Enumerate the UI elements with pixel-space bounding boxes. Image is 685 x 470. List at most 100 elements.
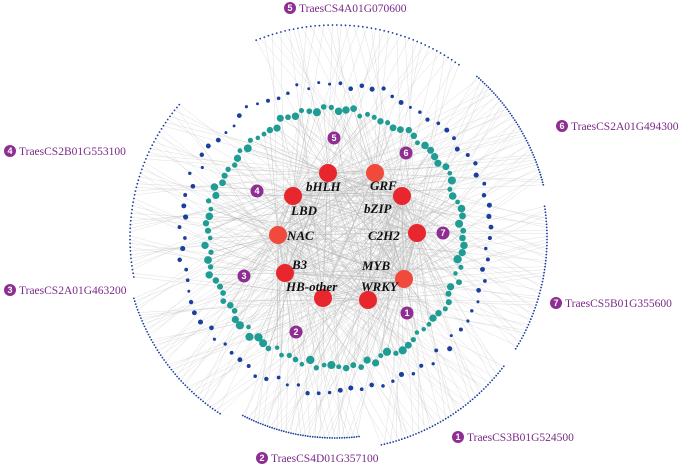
cluster-badge [289,325,303,339]
spoke-line [322,174,541,299]
spoke-line [341,299,369,438]
outer-target-dot [509,112,512,115]
inner-target-dot [342,106,350,114]
outer-target-dot [129,238,131,241]
outer-target-dot [130,216,133,219]
outer-target-dot [304,434,307,437]
edge-line [309,111,405,280]
spoke-line [167,299,369,366]
inner-target-dot [448,192,457,200]
mid-target-dot [229,350,234,355]
mid-target-dot [425,117,430,122]
spoke-line [274,278,405,429]
edge-line [367,135,414,301]
inner-target-dot [434,159,442,167]
outer-target-dot [165,361,167,364]
edge-line [386,232,418,352]
hub-edge [284,172,376,274]
outer-target-dot [146,330,149,333]
spoke-line [165,172,329,363]
edge-line [269,130,279,236]
hub-edge [327,172,369,301]
outer-target-dot [542,183,545,186]
outer-target-dot [523,135,526,137]
outer-target-dot [439,421,442,423]
mid-target-dot [458,327,463,332]
inner-target-dot [350,362,357,369]
outer-target-dot [219,412,222,415]
mid-target-dot [286,91,290,95]
spoke-line [322,297,486,388]
tf-hub-lbd [284,187,302,205]
edge-line [258,297,324,338]
outer-target-dot [133,297,135,300]
inner-target-dot [430,152,439,161]
inner-target-dot [273,124,281,132]
outer-target-dot [489,381,491,384]
outer-spokes [129,24,548,445]
outer-target-dot [510,114,513,117]
spoke-line [312,172,376,437]
spoke-line [374,172,456,413]
outer-target-dot [478,392,481,395]
hub-edge [292,195,405,280]
inner-target-dot [447,170,453,176]
edge-line [401,195,456,274]
inner-target-dot [357,113,363,119]
inner-target-dot [415,140,420,146]
spoke-line [319,297,324,438]
gene-badge-number: 6 [559,121,564,131]
edge-line [239,195,403,326]
edge-line [281,272,286,356]
edge-line [292,195,317,368]
mid-target-dot [316,391,321,396]
outer-target-dot [132,272,135,275]
mid-target-dot [381,384,385,388]
outer-target-dot [149,336,151,338]
mid-target-dot [237,357,243,363]
outer-target-dot [355,435,358,438]
mid-target-dot [188,171,192,176]
outer-target-dot [543,268,546,271]
mid-target-dot [418,110,422,114]
hub-edge [277,234,369,301]
edge-line [277,234,282,356]
outer-target-dot [358,435,360,438]
edge-line [284,272,376,364]
outer-target-dot [516,345,519,348]
gene-badge-number: 5 [287,3,292,13]
outer-target-dot [541,178,543,181]
outer-target-dot [262,423,264,426]
inner-target-dot [237,148,243,154]
outer-target-dot [129,242,132,245]
inner-target-dot [204,227,212,234]
inner-target-dot [358,364,365,370]
outer-target-dot [143,161,146,164]
mid-target-dot [369,382,375,388]
gene-badge [4,145,16,157]
hub-edge [284,172,329,274]
outer-target-dot [178,377,181,380]
spoke-line [217,272,286,413]
outer-target-dot [161,356,164,359]
gene-badge [256,452,268,464]
mid-target-dot [436,121,441,126]
edge-line [292,117,375,197]
mid-target-dot [483,279,487,283]
outer-target-dot [129,253,132,256]
spoke-line [131,213,418,234]
outer-target-dot [156,349,159,351]
outer-target-dot [526,326,529,329]
inner-target-dot [389,124,397,132]
edge-line [230,195,294,306]
spoke-line [403,269,545,280]
spoke-line [219,232,418,414]
edge-line [276,127,418,234]
outer-target-dot [532,154,535,156]
mid-target-dot [185,278,190,283]
outer-target-dot [528,144,530,147]
